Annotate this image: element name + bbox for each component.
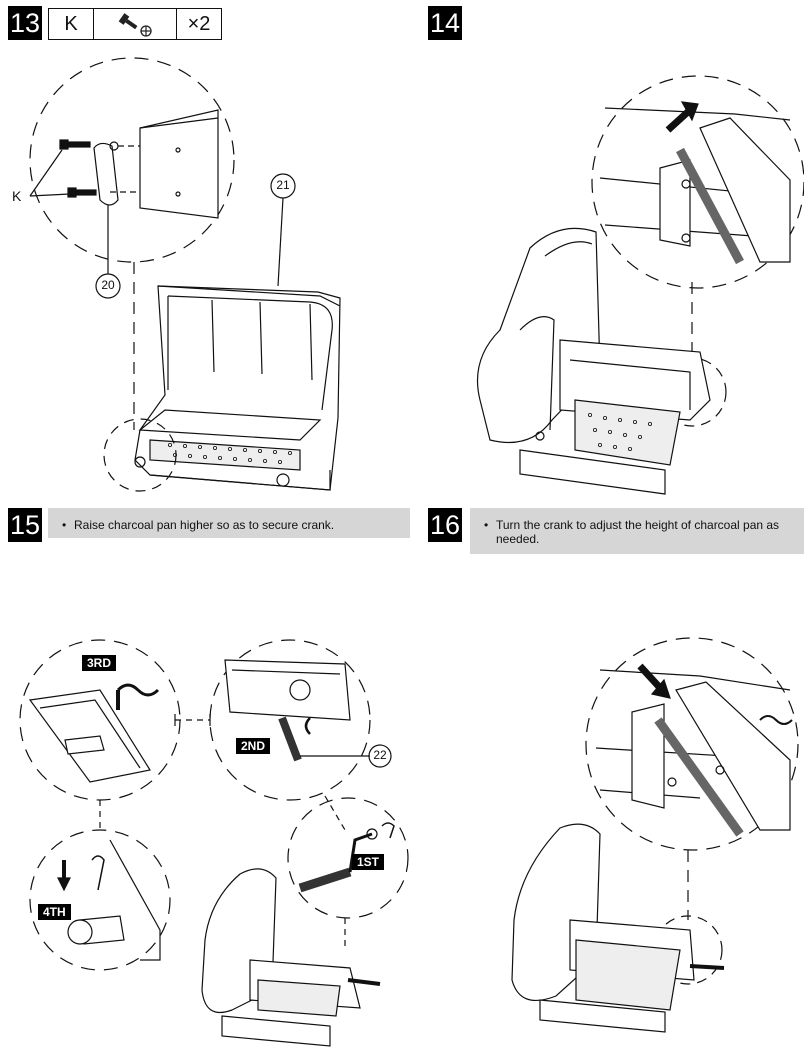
step-16-text: Turn the crank to adjust the height of c… — [496, 518, 780, 546]
order-label-1st: 1ST — [352, 854, 385, 870]
step-16-detail-circle — [585, 637, 799, 851]
grill-illustration-15 — [201, 868, 381, 1047]
bullet: • — [484, 518, 489, 532]
step-15-instruction: • Raise charcoal pan higher so as to sec… — [48, 508, 410, 538]
step-13-detail-circle — [29, 57, 235, 299]
step-15-detail-2nd — [209, 639, 392, 801]
step-15-detail-1st — [287, 797, 409, 919]
order-label-3rd: 3RD — [82, 655, 117, 671]
step-13-number: 13 — [8, 6, 42, 40]
order-label-4th: 4TH — [38, 904, 71, 920]
order-label-2nd: 2ND — [236, 738, 271, 754]
callout-part-22: 22 — [373, 748, 387, 762]
step-15-text: Raise charcoal pan higher so as to secur… — [74, 518, 335, 532]
callout-k: K — [12, 188, 22, 204]
screw-icon — [94, 9, 177, 39]
step-14-number: 14 — [428, 6, 462, 40]
grill-illustration-16 — [511, 823, 725, 1033]
screw-icon — [67, 187, 97, 198]
step-16-number: 16 — [428, 508, 462, 542]
callout-part-20: 20 — [101, 278, 115, 292]
step-16-instruction: • Turn the crank to adjust the height of… — [470, 508, 804, 554]
grill-illustration-13 — [134, 285, 341, 491]
part-quantity: ×2 — [187, 12, 211, 35]
step-14-detail-circle — [591, 75, 804, 289]
callout-part-21: 21 — [276, 178, 290, 192]
step-15-number: 15 — [8, 508, 42, 542]
screw-icon — [59, 139, 91, 150]
part-letter: K — [49, 9, 94, 39]
bullet: • — [62, 518, 67, 532]
grill-illustration-14 — [476, 227, 711, 495]
step-15-detail-4th — [29, 829, 171, 971]
arrow-icon — [665, 107, 693, 133]
rotate-arrow-icon — [304, 717, 311, 735]
parts-box: K ×2 — [48, 8, 222, 40]
